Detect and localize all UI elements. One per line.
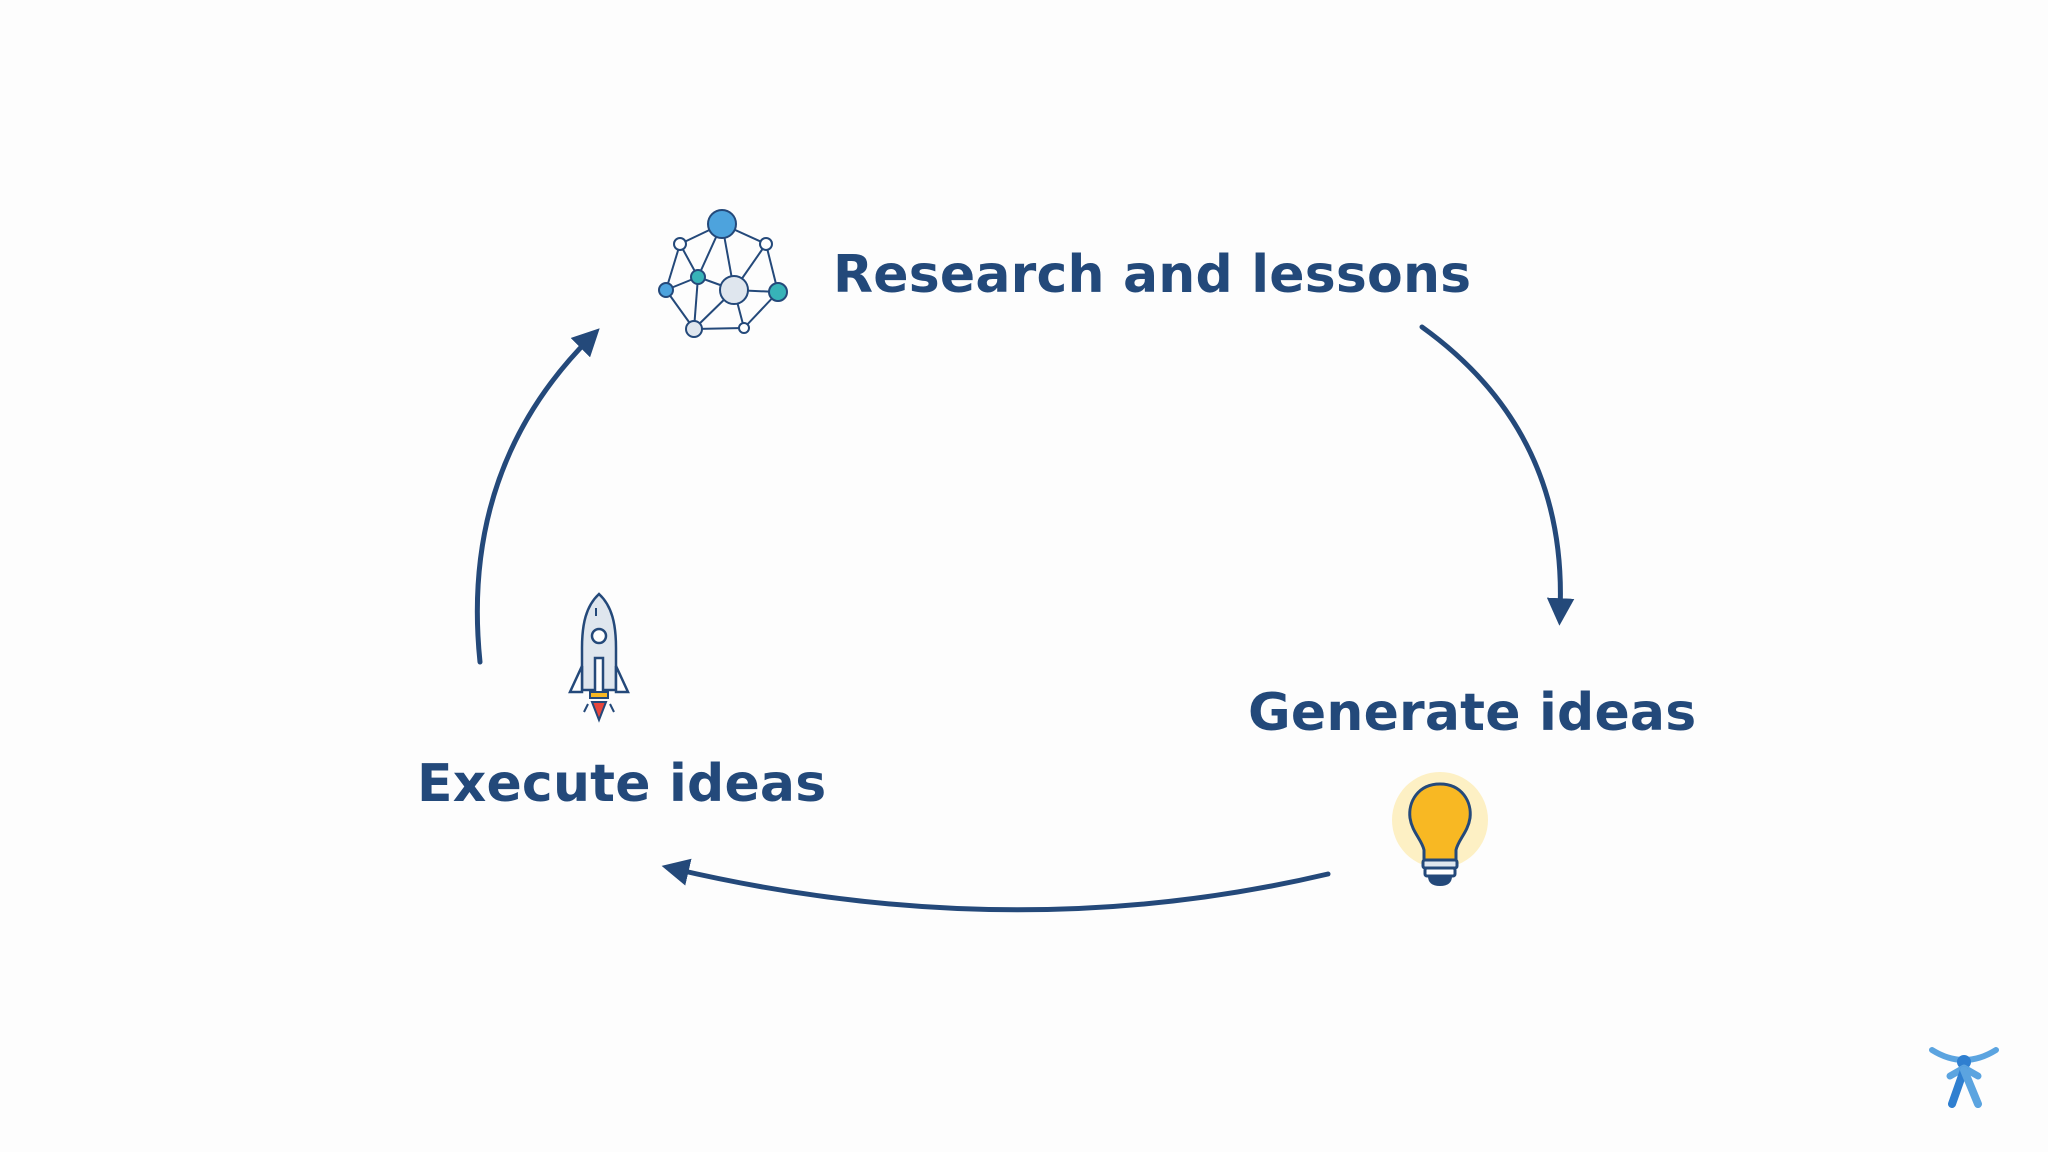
arrow-execute-to-research — [474, 328, 600, 665]
atlassian-logo-icon — [1929, 1047, 1999, 1108]
arrow-research-to-generate — [1419, 324, 1575, 626]
arrow-generate-to-execute — [661, 858, 1331, 913]
step-label-execute: Execute ideas — [417, 754, 827, 814]
step-label-generate: Generate ideas — [1248, 683, 1697, 743]
rocket-icon — [568, 592, 630, 723]
network-icon — [658, 209, 788, 338]
step-label-research: Research and lessons — [833, 245, 1472, 305]
lightbulb-icon — [1392, 772, 1488, 886]
